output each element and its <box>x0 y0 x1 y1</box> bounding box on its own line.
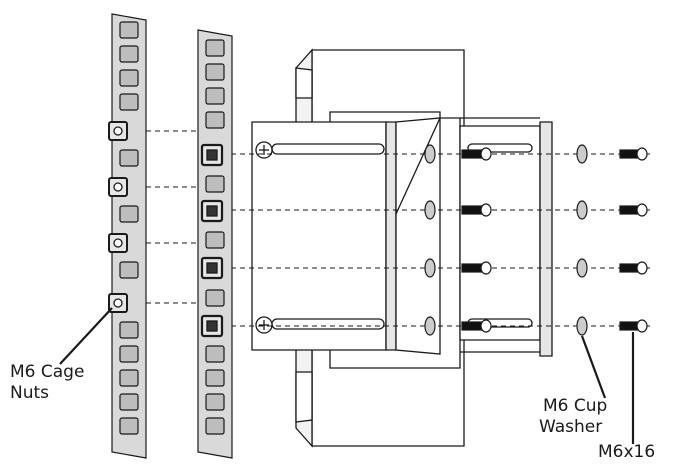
hardware <box>424 144 648 336</box>
rack-rail-rear <box>197 29 233 459</box>
label-cage-nuts-line1: M6 Cage <box>10 362 85 382</box>
cup-washer <box>576 316 588 336</box>
leader-lines <box>59 307 635 444</box>
screw <box>461 261 492 275</box>
screw <box>461 147 492 161</box>
screw <box>619 319 648 333</box>
cage-nut <box>108 177 128 197</box>
cage-nuts-left <box>108 121 128 313</box>
cage-nut <box>200 199 224 223</box>
cup-washer <box>576 200 588 220</box>
label-cup-washer-line1: M6 Cup <box>543 396 608 416</box>
cup-washer <box>424 144 436 164</box>
label-cage-nuts-line2: Nuts <box>10 383 50 403</box>
cage-nut <box>200 314 224 338</box>
leader-cup-washer <box>580 335 607 399</box>
cup-washer <box>576 144 588 164</box>
screw <box>619 261 648 275</box>
cage-nut <box>200 256 224 280</box>
label-cage-nuts: M6 Cage Nuts <box>10 362 84 404</box>
label-screw-text: M6x16 <box>598 442 656 462</box>
label-cup-washer: M6 Cup Washer <box>539 396 608 438</box>
cup-washer <box>424 200 436 220</box>
cup-washer <box>424 316 436 336</box>
leader-cage-nuts <box>59 307 113 365</box>
cage-nut <box>108 293 128 313</box>
cage-nuts-right <box>200 143 224 338</box>
cage-nut <box>108 233 128 253</box>
label-screw: M6x16 <box>598 442 655 463</box>
screw <box>619 203 648 217</box>
screw <box>461 319 492 333</box>
cup-washer <box>424 258 436 278</box>
cage-nut <box>108 121 128 141</box>
front-bracket <box>251 117 553 357</box>
screw <box>461 203 492 217</box>
cup-washer <box>576 258 588 278</box>
label-cup-washer-line2: Washer <box>539 417 603 437</box>
screw <box>619 147 648 161</box>
cage-nut <box>200 143 224 167</box>
